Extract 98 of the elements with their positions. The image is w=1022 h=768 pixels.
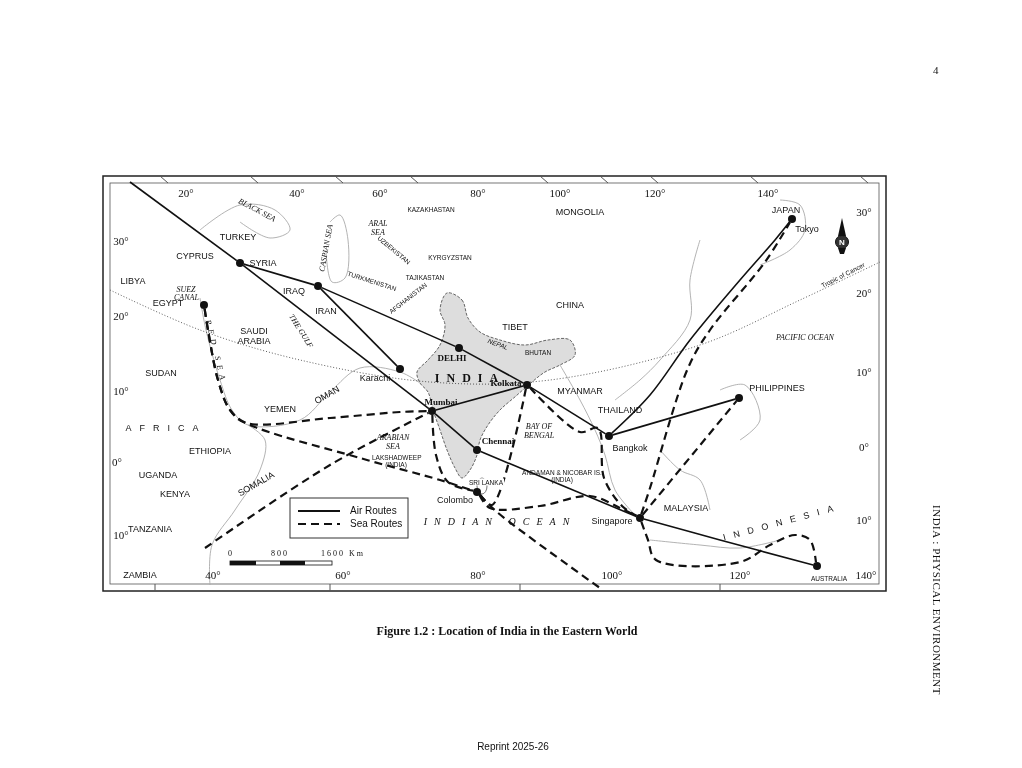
sea-route-line bbox=[431, 414, 474, 492]
country-label: KENYA bbox=[160, 489, 190, 499]
country-label: TIBET bbox=[502, 322, 528, 332]
sea-route-line bbox=[640, 221, 791, 515]
country-label: SUDAN bbox=[145, 368, 177, 378]
country-label: ETHIOPIA bbox=[189, 446, 231, 456]
coordinate-label: 120° bbox=[729, 569, 751, 581]
coordinate-label: 20° bbox=[178, 187, 194, 199]
country-label: IRAQ bbox=[283, 286, 305, 296]
sea-label: RED SEA bbox=[203, 318, 229, 386]
air-route-line bbox=[612, 398, 736, 436]
reprint-note: Reprint 2025-26 bbox=[477, 740, 549, 752]
ocean-label: PACIFIC OCEAN bbox=[776, 332, 834, 342]
running-header: INDIA : PHYSICAL ENVIRONMENT bbox=[931, 505, 943, 695]
city-dot bbox=[813, 562, 821, 570]
air-route-line bbox=[461, 349, 525, 384]
sea-route-line bbox=[479, 388, 527, 507]
continent-label: AFRICA bbox=[125, 423, 207, 433]
city-dot bbox=[455, 344, 463, 352]
city-label: Colombo bbox=[437, 495, 473, 505]
city-dot bbox=[314, 282, 322, 290]
coordinate-label: 10° bbox=[113, 385, 129, 397]
page-number: 4 bbox=[933, 64, 939, 76]
air-route-line bbox=[611, 221, 791, 434]
air-route-line bbox=[129, 181, 238, 262]
scale-label: 0 bbox=[228, 548, 234, 558]
sea-route-line bbox=[641, 400, 738, 516]
sea-label: BAY OF BENGAL bbox=[522, 422, 556, 440]
coordinate-label: 120° bbox=[644, 187, 666, 199]
coordinate-label: 100° bbox=[549, 187, 571, 199]
air-route-line bbox=[529, 386, 607, 435]
sea-route-line bbox=[479, 494, 601, 589]
coordinate-label: 10° bbox=[113, 529, 129, 541]
city-label: PHILIPPINES bbox=[749, 383, 805, 393]
city-dot bbox=[523, 381, 531, 389]
coordinate-label: 20° bbox=[113, 310, 129, 322]
city-dot bbox=[396, 365, 404, 373]
coordinate-label: 40° bbox=[289, 187, 305, 199]
country-label: IRAN bbox=[315, 306, 337, 316]
coordinate-label: 10° bbox=[856, 514, 872, 526]
air-route-line bbox=[320, 288, 398, 367]
coordinate-label: 40° bbox=[205, 569, 221, 581]
sea-label: ARAL SEA bbox=[368, 219, 388, 237]
city-dot bbox=[605, 432, 613, 440]
city-label: Bangkok bbox=[612, 443, 648, 453]
country-label: MYANMAR bbox=[557, 386, 603, 396]
country-label: SAUDI ARABIA bbox=[236, 326, 272, 346]
sea-route-line bbox=[529, 386, 638, 517]
coordinate-label: 60° bbox=[372, 187, 388, 199]
scale-label: 1600 Km bbox=[321, 548, 365, 558]
coordinate-label: 140° bbox=[855, 569, 877, 581]
coordinate-label: 30° bbox=[113, 235, 129, 247]
city-label: DELHI bbox=[437, 353, 467, 363]
country-label: CHINA bbox=[556, 300, 584, 310]
country-label: MALAYSIA bbox=[663, 503, 709, 513]
country-label: TANZANIA bbox=[128, 524, 172, 534]
city-label: Singapore bbox=[591, 516, 633, 526]
coordinate-label: 30° bbox=[856, 206, 872, 218]
air-route-line bbox=[434, 412, 475, 449]
coordinate-label: 100° bbox=[601, 569, 623, 581]
country-label: CYPRUS bbox=[176, 251, 214, 261]
city-dot bbox=[636, 514, 644, 522]
air-route-line bbox=[435, 385, 524, 411]
city-dot bbox=[473, 446, 481, 454]
city-label: Mumbai bbox=[424, 397, 458, 407]
city-dot bbox=[200, 301, 208, 309]
coordinate-label: 10° bbox=[856, 366, 872, 378]
country-label: JAPAN bbox=[771, 205, 801, 215]
city-label: Chennai bbox=[481, 436, 515, 446]
city-dot bbox=[473, 488, 481, 496]
legend-label: Air Routes bbox=[350, 505, 397, 516]
air-route-line bbox=[243, 263, 315, 286]
coordinate-label: 0° bbox=[112, 456, 122, 468]
country-label: YEMEN bbox=[264, 404, 296, 414]
compass-letter: N bbox=[839, 237, 845, 247]
air-route-line bbox=[320, 286, 457, 348]
sea-route-line bbox=[204, 411, 429, 549]
country-label: MONGOLIA bbox=[555, 207, 605, 217]
city-dot bbox=[735, 394, 743, 402]
city-label: Karachi bbox=[359, 373, 391, 383]
country-label: ZAMBIA bbox=[123, 570, 157, 580]
coordinate-label: 80° bbox=[470, 569, 486, 581]
city-dot bbox=[788, 215, 796, 223]
coordinate-label: 80° bbox=[470, 187, 486, 199]
figure-caption: Figure 1.2 : Location of India in the Eastern World bbox=[376, 623, 638, 639]
country-label: LIBYA bbox=[120, 276, 146, 286]
coordinate-label: 0° bbox=[859, 441, 869, 453]
city-dot bbox=[428, 407, 436, 415]
city-label: Tokyo bbox=[795, 224, 819, 234]
country-label: UGANDA bbox=[138, 470, 178, 480]
air-route-line bbox=[242, 264, 430, 410]
air-route-line bbox=[479, 450, 638, 518]
legend-label: Sea Routes bbox=[350, 518, 403, 529]
scale-label: 800 bbox=[271, 548, 289, 558]
coordinate-label: 20° bbox=[856, 287, 872, 299]
city-label: SYRIA bbox=[249, 258, 277, 268]
city-dot bbox=[236, 259, 244, 267]
coordinate-label: 60° bbox=[335, 569, 351, 581]
